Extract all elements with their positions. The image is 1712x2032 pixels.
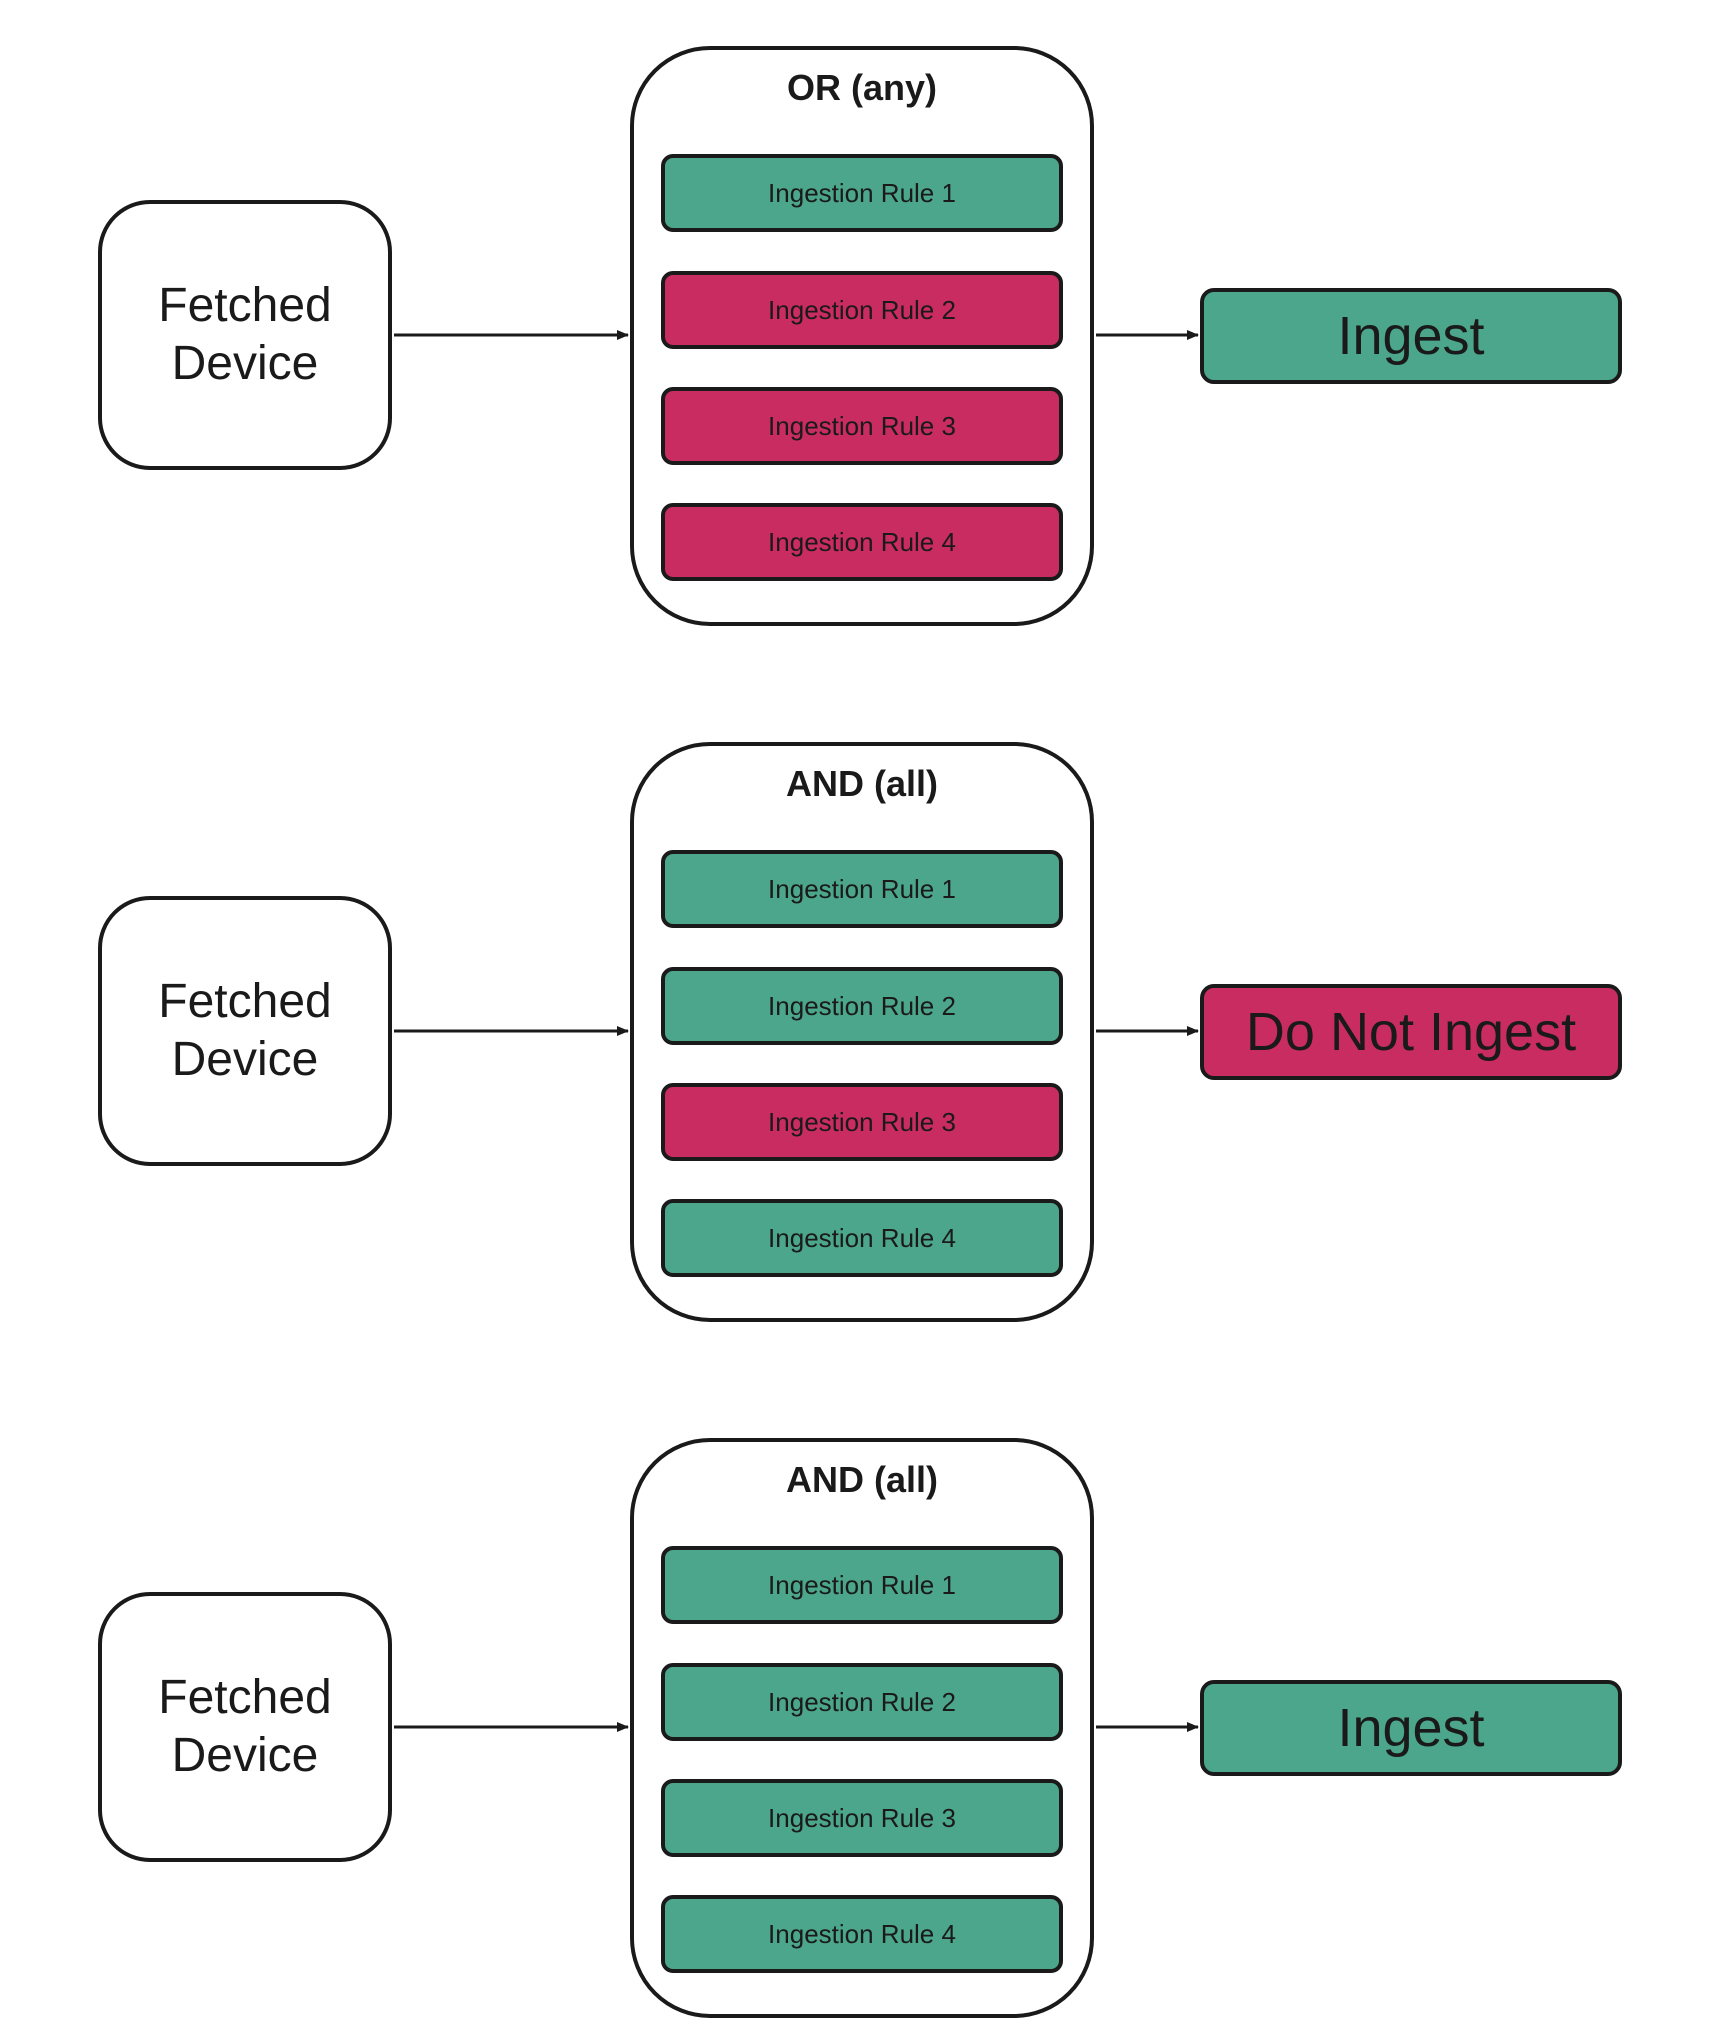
ingestion-rule-4: Ingestion Rule 4 [661, 1895, 1063, 1973]
ingestion-rule-1: Ingestion Rule 1 [661, 154, 1063, 232]
ingestion-rule-1: Ingestion Rule 1 [661, 850, 1063, 928]
ingestion-rule-2: Ingestion Rule 2 [661, 1663, 1063, 1741]
result-box: Do Not Ingest [1200, 984, 1622, 1080]
rule-group-box: AND (all) Ingestion Rule 1 Ingestion Rul… [630, 742, 1094, 1322]
ingestion-rule-3: Ingestion Rule 3 [661, 1779, 1063, 1857]
diagram-and-all-fail: Fetched Device AND (all) Ingestion Rule … [0, 696, 1712, 1322]
ingestion-rule-3: Ingestion Rule 3 [661, 1083, 1063, 1161]
rule-group-box: AND (all) Ingestion Rule 1 Ingestion Rul… [630, 1438, 1094, 2018]
diagram-or-any: Fetched Device OR (any) Ingestion Rule 1… [0, 0, 1712, 626]
result-box: Ingest [1200, 1680, 1622, 1776]
ingestion-rule-3: Ingestion Rule 3 [661, 387, 1063, 465]
result-box: Ingest [1200, 288, 1622, 384]
ingestion-rule-4: Ingestion Rule 4 [661, 503, 1063, 581]
ingestion-rule-2: Ingestion Rule 2 [661, 967, 1063, 1045]
ingestion-rule-2: Ingestion Rule 2 [661, 271, 1063, 349]
rule-group-box: OR (any) Ingestion Rule 1 Ingestion Rule… [630, 46, 1094, 626]
ingestion-rule-4: Ingestion Rule 4 [661, 1199, 1063, 1277]
fetched-device-box: Fetched Device [98, 200, 392, 470]
diagram-and-all-pass: Fetched Device AND (all) Ingestion Rule … [0, 1392, 1712, 2018]
rule-group-title: AND (all) [786, 1459, 938, 1500]
rule-group-title: AND (all) [786, 763, 938, 804]
ingestion-rule-1: Ingestion Rule 1 [661, 1546, 1063, 1624]
rule-group-title: OR (any) [786, 67, 937, 108]
fetched-device-box: Fetched Device [98, 896, 392, 1166]
fetched-device-box: Fetched Device [98, 1592, 392, 1862]
